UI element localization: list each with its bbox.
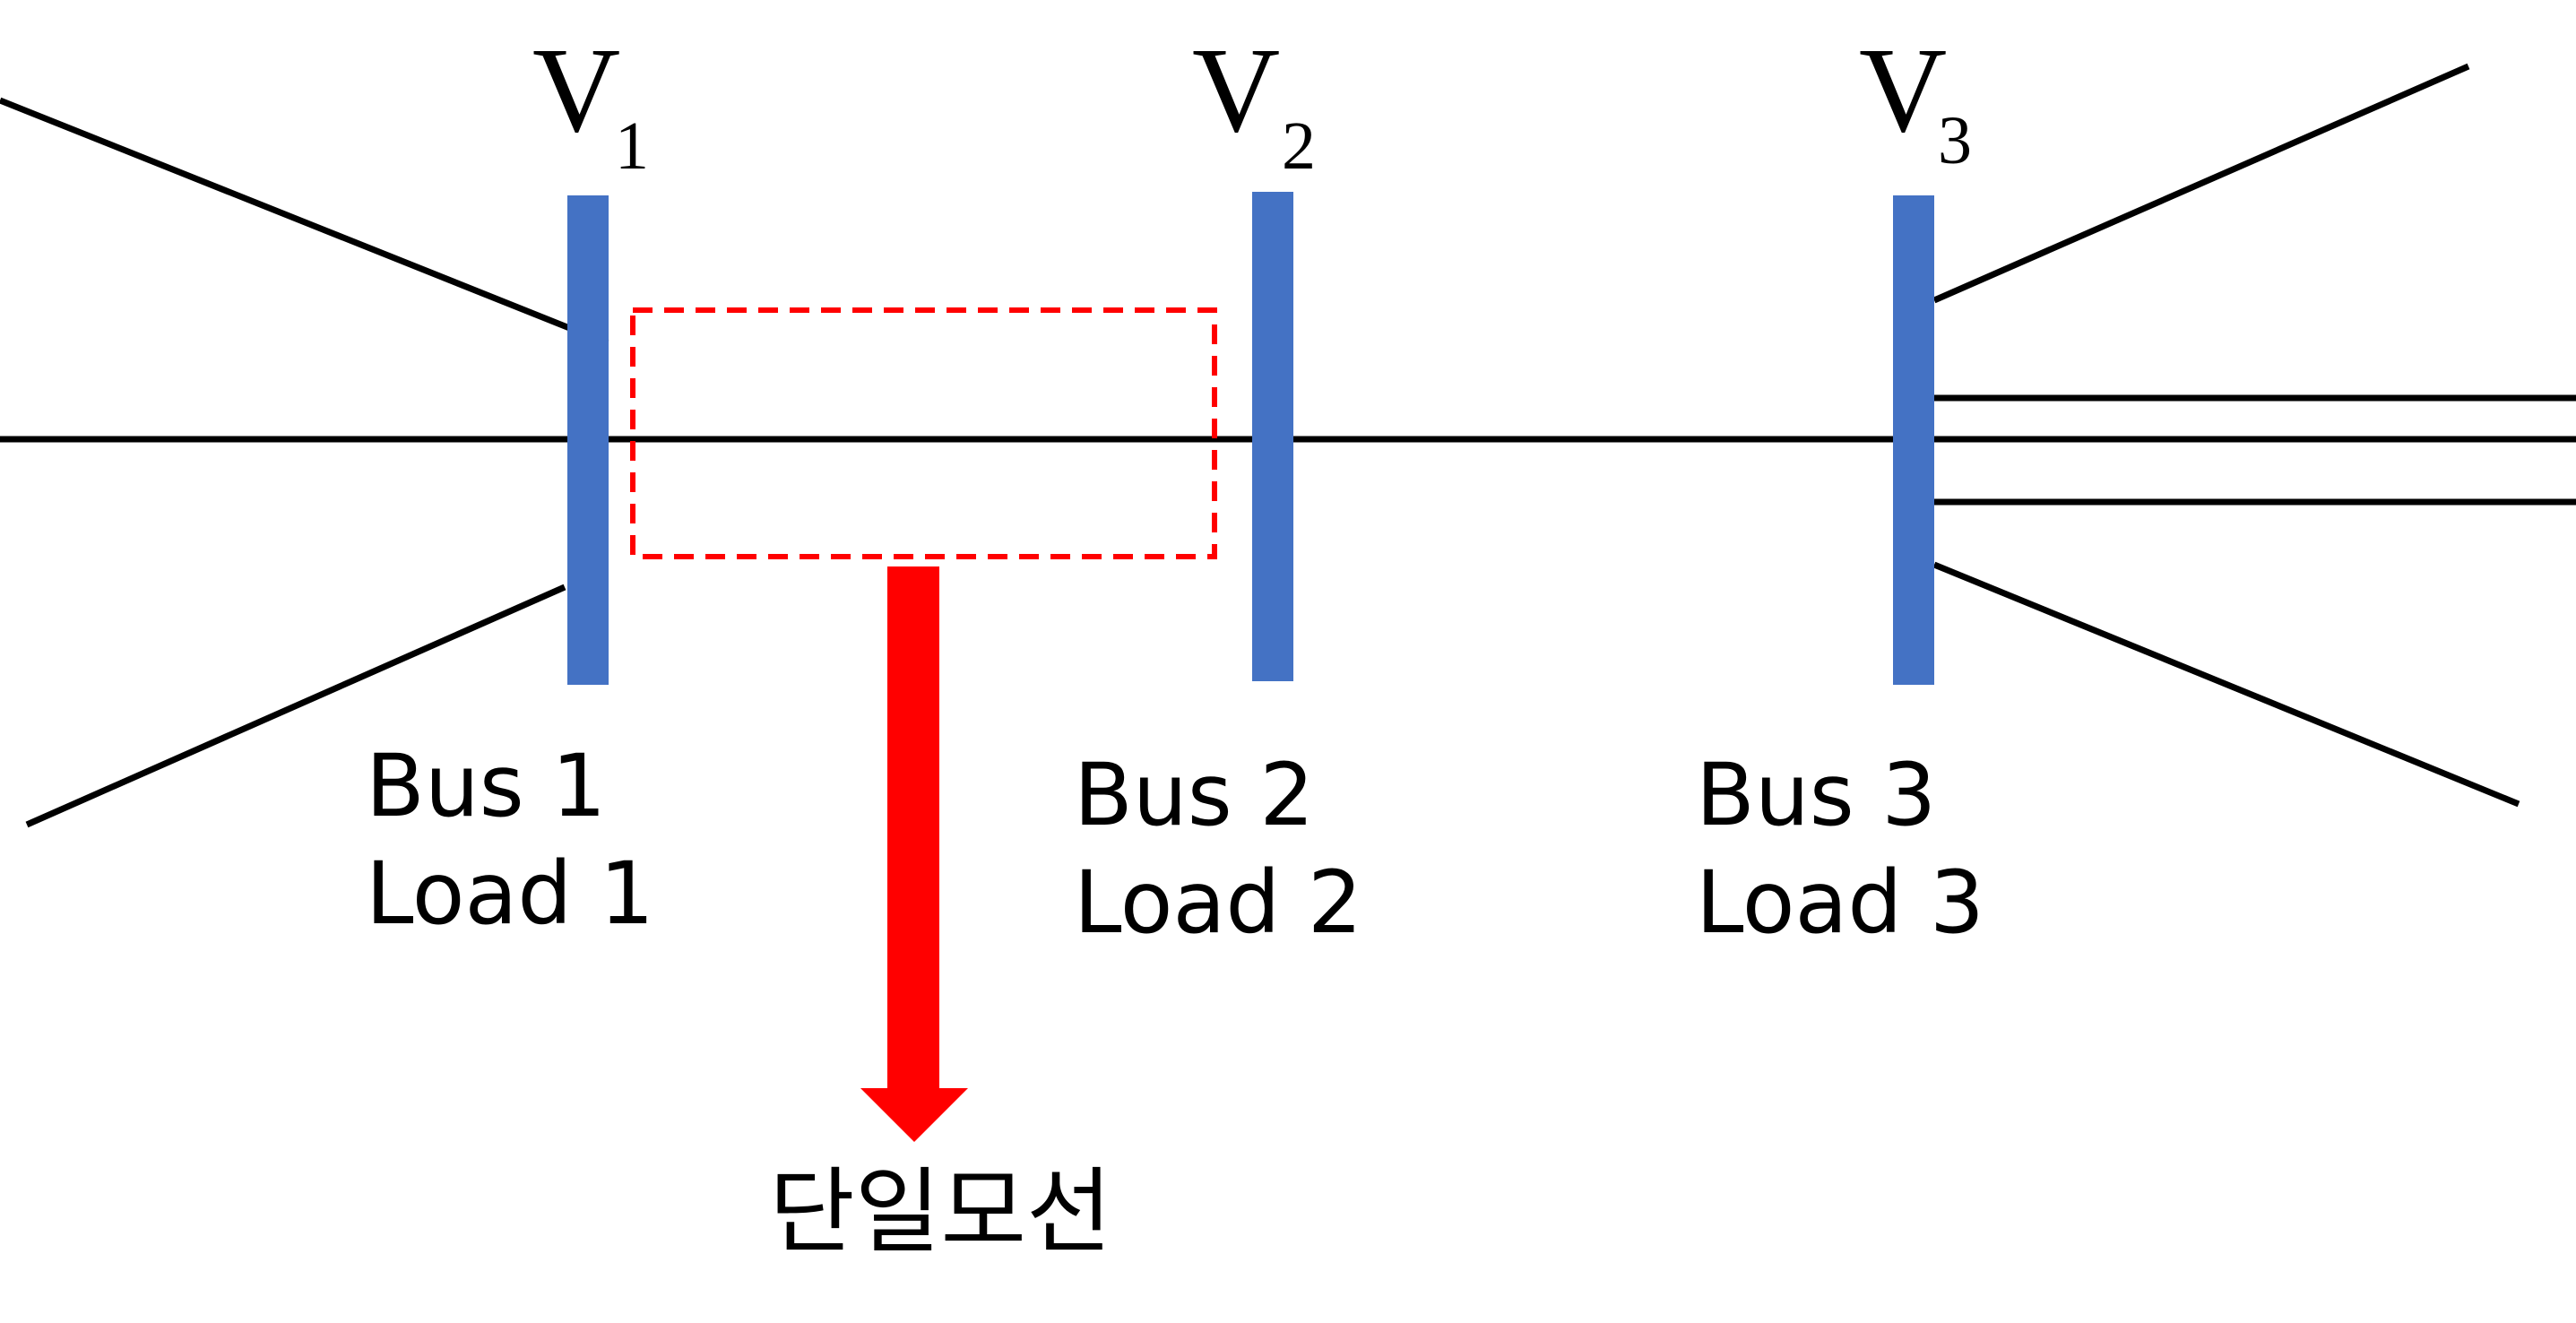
voltage-label-3: V (1859, 23, 1947, 158)
bus1-lower-line (25, 584, 566, 828)
bus-labels: Bus 1 Load 1 Bus 2 Load 2 Bus 3 Load 3 (366, 736, 1984, 953)
bus1-upper-line (0, 97, 609, 347)
load-3-label: Load 3 (1696, 852, 1984, 953)
bus-1-label: Bus 1 (366, 736, 606, 836)
bus-3-label: Bus 3 (1696, 745, 1936, 845)
bus-bars (567, 192, 1934, 685)
single-bus-caption: 단일모선 (769, 1157, 1112, 1267)
highlight-arrow (860, 566, 968, 1142)
voltage-subscript-1: 1 (615, 108, 649, 184)
voltage-labels: V 1 V 2 V 3 (532, 23, 1972, 184)
voltage-label-2: V (1192, 23, 1280, 158)
bus-2-label: Bus 2 (1074, 745, 1314, 845)
load-1-label: Load 1 (366, 843, 654, 944)
bus-bar-1 (567, 195, 609, 685)
bus-bar-2 (1252, 192, 1293, 681)
bus3-upper-line (1932, 63, 2470, 304)
bus-bar-3 (1893, 195, 1934, 685)
arrow-shaft (887, 566, 939, 1090)
voltage-subscript-2: 2 (1282, 108, 1316, 184)
voltage-subscript-3: 3 (1938, 103, 1972, 178)
voltage-label-1: V (532, 23, 620, 158)
single-bus-highlight-box (630, 307, 1217, 559)
load-2-label: Load 2 (1074, 852, 1362, 953)
bus3-lower-line (1932, 561, 2520, 808)
arrow-head (860, 1088, 968, 1142)
